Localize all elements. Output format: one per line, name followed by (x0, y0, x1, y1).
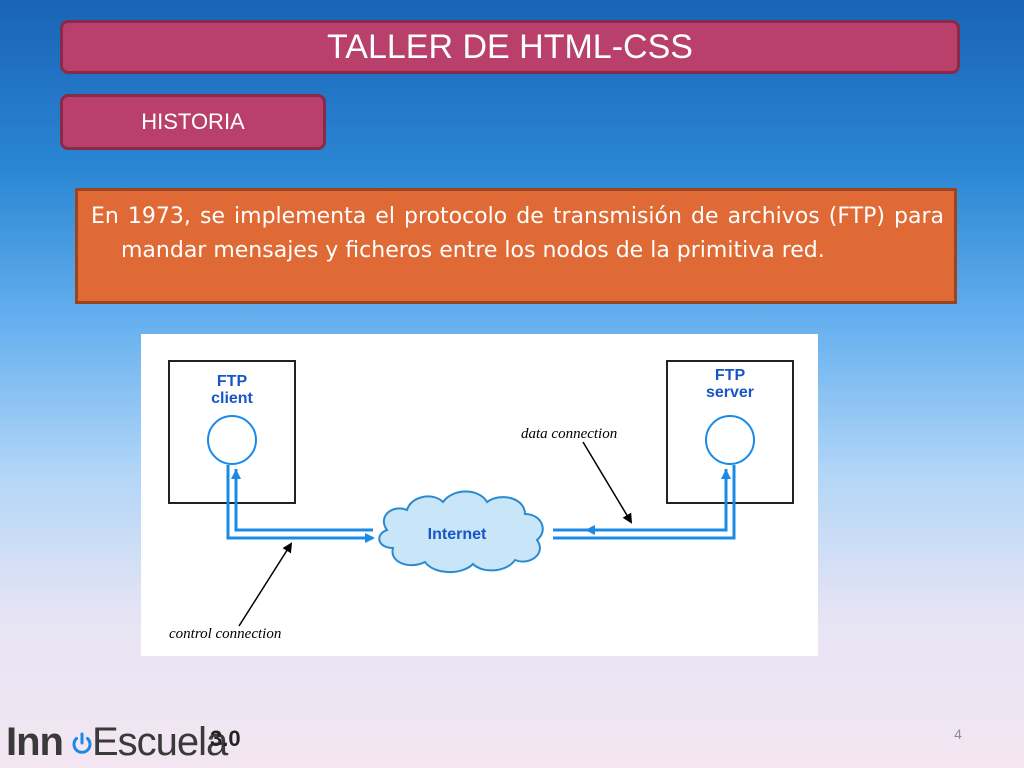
slide-title: TALLER DE HTML-CSS (60, 20, 960, 74)
logo-escuela-text: Escuela (92, 720, 228, 764)
innoescuela-logo: Inn Escuela 3.0 (6, 718, 246, 768)
control-connection-pointer (238, 542, 293, 627)
logo-version: 3.0 (210, 726, 241, 751)
slide-number: 4 (954, 726, 962, 742)
data-connection-line-outer (553, 465, 736, 540)
ftp-server-label-line1: FTP (715, 367, 746, 384)
ftp-client-label-line1: FTP (217, 373, 248, 390)
ftp-diagram-svg: FTP client FTP server Internet data conn… (168, 360, 794, 642)
ftp-diagram: FTP client FTP server Internet data conn… (141, 334, 818, 656)
section-tag: HISTORIA (60, 94, 326, 150)
logo-inn-text: Inn (6, 720, 64, 764)
internet-cloud-label: Internet (428, 526, 487, 543)
data-connection-label: data connection (521, 426, 617, 442)
ftp-server-process-circle (705, 415, 755, 465)
data-connection-pointer (582, 441, 633, 524)
ftp-server-label-line2: server (706, 384, 754, 401)
ftp-client-label-line2: client (211, 390, 253, 407)
control-connection-label: control connection (169, 626, 281, 642)
control-connection-line-outer (226, 465, 375, 543)
ftp-client-process-circle (207, 415, 257, 465)
power-icon (72, 732, 92, 754)
body-text: En 1973, se implementa el protocolo de t… (91, 204, 944, 263)
body-text-box: En 1973, se implementa el protocolo de t… (75, 188, 957, 304)
internet-cloud (378, 490, 544, 573)
